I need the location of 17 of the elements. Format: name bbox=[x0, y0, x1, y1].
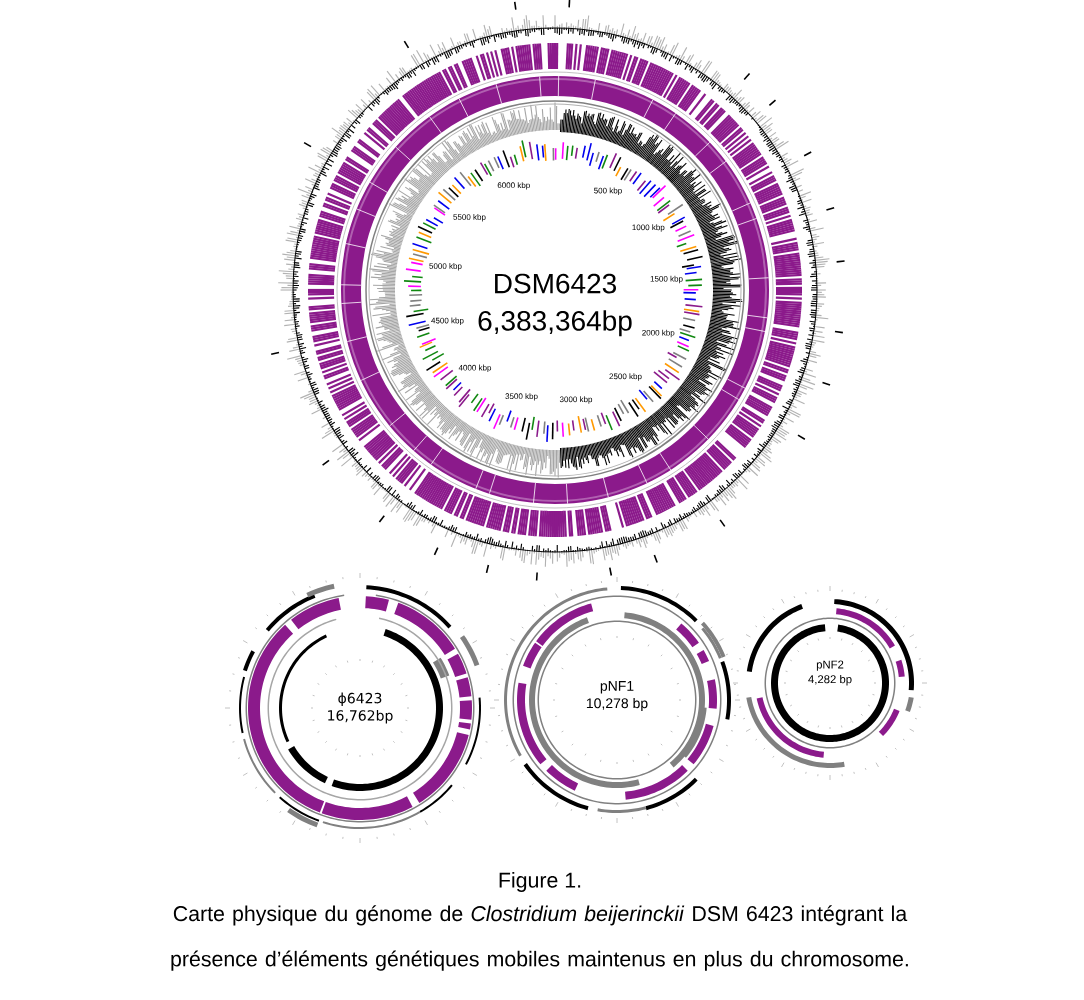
scale-label: 500 kbp bbox=[594, 187, 622, 195]
figure-caption: Carte physique du génome de Clostridium beijerinckii DSM 6423 intégrant la présence d’éléments génétiques mobiles maintenus en plus du chromosome. bbox=[171, 905, 908, 971]
scale-label: 6000 kbp bbox=[497, 182, 530, 190]
genome-map-drawing: pNF2 4,282 bp bbox=[732, 585, 928, 781]
scale-label: 2000 kbp bbox=[642, 329, 675, 338]
scale-label: 1000 kbp bbox=[632, 224, 665, 232]
genome-map-drawing: pNF1 10,278 bp bbox=[493, 576, 741, 824]
scale-label: 1500 kbp bbox=[650, 275, 683, 284]
scale-label: 3000 kbp bbox=[559, 396, 593, 404]
scale-label: 4500 kbp bbox=[431, 317, 464, 325]
scale-label: 3500 kbp bbox=[505, 393, 538, 401]
scale-label: 5000 kbp bbox=[429, 262, 462, 271]
scale-label: 4000 kbp bbox=[458, 364, 492, 373]
scale-label: 5500 kbp bbox=[453, 213, 486, 222]
scale-label: 2500 kbp bbox=[609, 373, 642, 381]
figure-number: Figure 1. bbox=[499, 872, 581, 892]
genome-map-drawing: ϕ6423 16,762bp bbox=[224, 572, 496, 844]
